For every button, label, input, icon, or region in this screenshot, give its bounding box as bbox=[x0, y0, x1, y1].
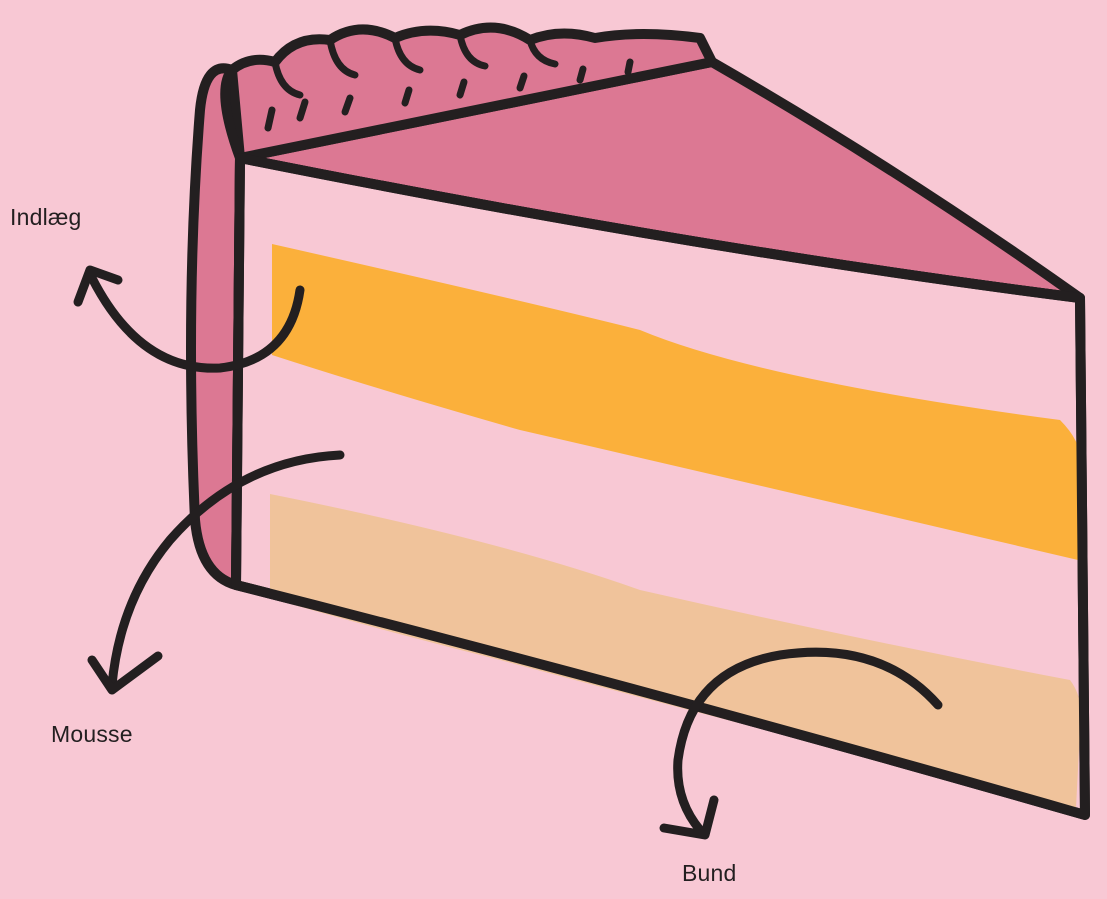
label-base: Bund bbox=[682, 860, 737, 887]
label-mousse: Mousse bbox=[51, 721, 133, 748]
arrow-mousse-head bbox=[92, 656, 158, 690]
label-filling: Indlæg bbox=[10, 204, 82, 231]
